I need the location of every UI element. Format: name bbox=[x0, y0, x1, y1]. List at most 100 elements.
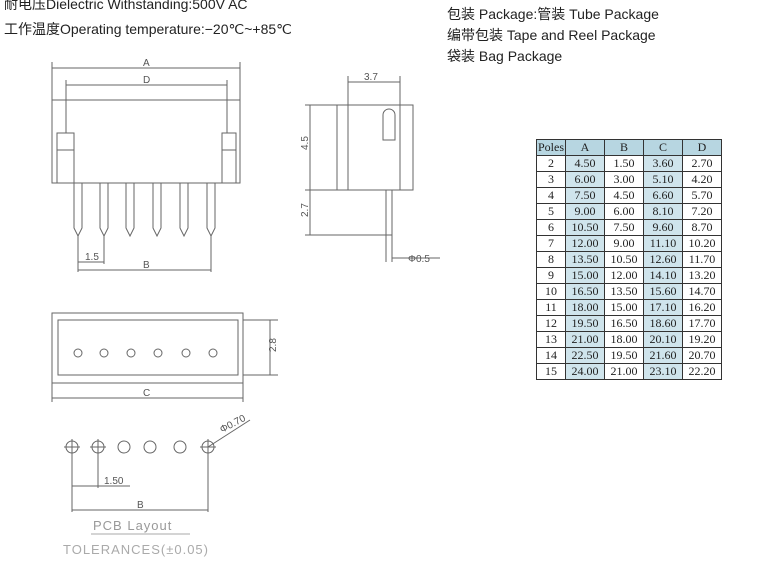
dim-bottom-height: 2.8 bbox=[268, 338, 279, 352]
table-cell: 7 bbox=[535, 235, 567, 252]
table-cell: 12.00 bbox=[565, 235, 606, 252]
table-cell: 3 bbox=[535, 171, 567, 188]
table-cell: 11.10 bbox=[643, 235, 684, 252]
table-cell: 1.50 bbox=[604, 155, 645, 172]
table-cell: 14.70 bbox=[682, 283, 723, 300]
table-cell: 19.50 bbox=[565, 315, 606, 332]
table-cell: 8.70 bbox=[682, 219, 723, 236]
table-cell: 13.50 bbox=[565, 251, 606, 268]
table-cell: 21.00 bbox=[565, 331, 606, 348]
table-cell: 16.50 bbox=[565, 283, 606, 300]
table-cell: 21.60 bbox=[643, 347, 684, 364]
dim-a: A bbox=[143, 58, 150, 69]
table-cell: 18.60 bbox=[643, 315, 684, 332]
table-cell: 2 bbox=[535, 155, 567, 172]
pcb-layout: Φ0.70 1.50 B PCB Layout TOLERANCES(±0.05… bbox=[63, 413, 251, 557]
table-cell: 2.70 bbox=[682, 155, 723, 172]
table-cell: 10.20 bbox=[682, 235, 723, 252]
table-cell: 9 bbox=[535, 267, 567, 284]
table-cell: 14.10 bbox=[643, 267, 684, 284]
table-cell: 18.00 bbox=[604, 331, 645, 348]
table-cell: 9.00 bbox=[565, 203, 606, 220]
table-cell: 14 bbox=[535, 347, 567, 364]
table-cell: 6.00 bbox=[565, 171, 606, 188]
table-cell: 13.50 bbox=[604, 283, 645, 300]
column-header: A bbox=[565, 139, 606, 156]
table-cell: 10 bbox=[535, 283, 567, 300]
table-cell: 13 bbox=[535, 331, 567, 348]
dim-pin-dia: Φ0.5 bbox=[408, 254, 430, 265]
table-cell: 4 bbox=[535, 187, 567, 204]
tube-package: 包装 Package:管装 Tube Package bbox=[447, 6, 659, 22]
front-view: A D 1.5 B bbox=[51, 58, 241, 272]
side-view: 3.7 4.5 2.7 Φ0.5 bbox=[300, 72, 440, 265]
table-cell: 22.20 bbox=[682, 363, 723, 380]
table-cell: 6.00 bbox=[604, 203, 645, 220]
table-cell: 19.50 bbox=[604, 347, 645, 364]
dim-pin-length: 2.7 bbox=[300, 203, 311, 217]
table-cell: 12 bbox=[535, 315, 567, 332]
bag-package: 袋装 Bag Package bbox=[447, 48, 563, 64]
table-cell: 23.10 bbox=[643, 363, 684, 380]
table-cell: 17.70 bbox=[682, 315, 723, 332]
table-cell: 4.20 bbox=[682, 171, 723, 188]
table-cell: 7.50 bbox=[604, 219, 645, 236]
table-cell: 10.50 bbox=[604, 251, 645, 268]
table-cell: 9.00 bbox=[604, 235, 645, 252]
pcb-hole-dia: Φ0.70 bbox=[218, 413, 248, 436]
temperature-spec: 工作温度Operating temperature:−20℃~+85℃ bbox=[4, 21, 292, 37]
table-cell: 16.50 bbox=[604, 315, 645, 332]
pcb-title: PCB Layout bbox=[93, 518, 172, 533]
table-cell: 7.20 bbox=[682, 203, 723, 220]
table-cell: 5.70 bbox=[682, 187, 723, 204]
pcb-pitch: 1.50 bbox=[104, 476, 124, 487]
table-cell: 12.00 bbox=[604, 267, 645, 284]
table-cell: 12.60 bbox=[643, 251, 684, 268]
dielectric-spec: 耐电压Dielectric Withstanding:500V AC bbox=[4, 0, 248, 12]
reel-package: 编带包装 Tape and Reel Package bbox=[447, 27, 656, 43]
table-cell: 11.70 bbox=[682, 251, 723, 268]
table-cell: 3.00 bbox=[604, 171, 645, 188]
table-cell: 10.50 bbox=[565, 219, 606, 236]
table-cell: 15.00 bbox=[604, 299, 645, 316]
dim-pitch: 1.5 bbox=[85, 252, 99, 263]
table-cell: 11 bbox=[535, 299, 567, 316]
column-header: D bbox=[682, 139, 723, 156]
table-cell: 20.70 bbox=[682, 347, 723, 364]
table-cell: 18.00 bbox=[565, 299, 606, 316]
column-header: Poles bbox=[535, 139, 567, 156]
table-cell: 9.60 bbox=[643, 219, 684, 236]
table-cell: 20.10 bbox=[643, 331, 684, 348]
dim-c: C bbox=[143, 388, 150, 399]
column-header: C bbox=[643, 139, 684, 156]
table-cell: 22.50 bbox=[565, 347, 606, 364]
table-cell: 15.00 bbox=[565, 267, 606, 284]
table-cell: 19.20 bbox=[682, 331, 723, 348]
tolerance-note: TOLERANCES(±0.05) bbox=[63, 542, 209, 557]
table-cell: 6.60 bbox=[643, 187, 684, 204]
dim-width: 3.7 bbox=[364, 72, 378, 83]
bottom-view: 2.8 C bbox=[51, 312, 279, 402]
table-cell: 6 bbox=[535, 219, 567, 236]
table-cell: 4.50 bbox=[604, 187, 645, 204]
table-cell: 5 bbox=[535, 203, 567, 220]
column-header: B bbox=[604, 139, 645, 156]
